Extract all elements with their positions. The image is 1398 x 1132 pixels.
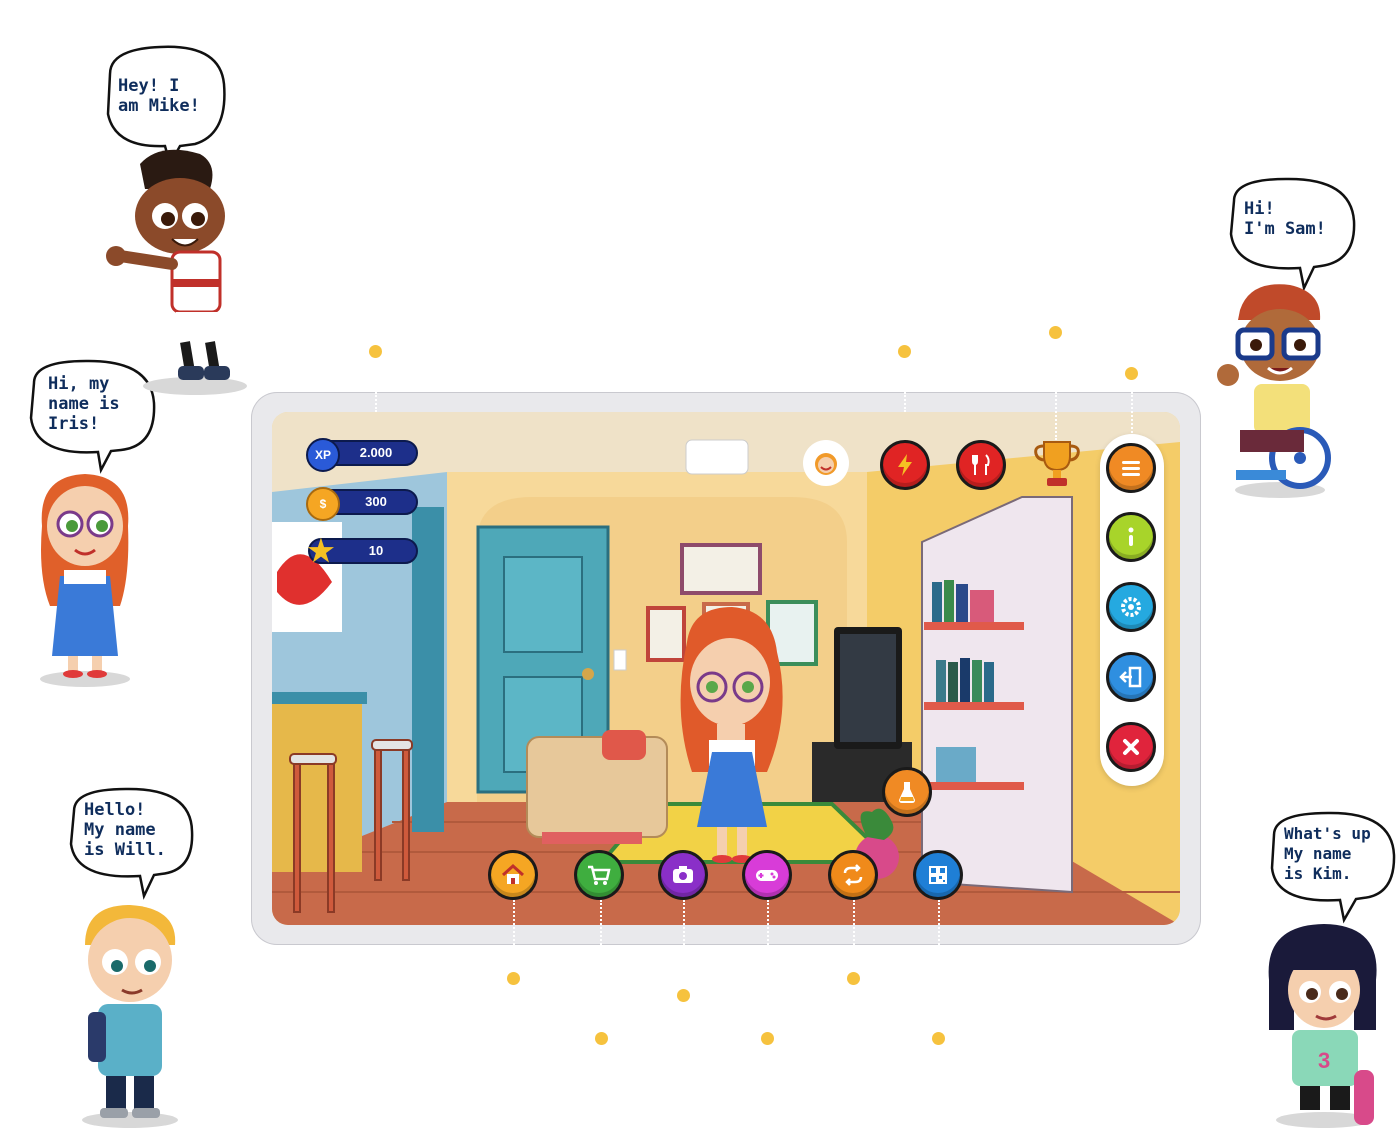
stars-value: 10 [368,543,384,558]
house-icon [501,863,525,884]
sam-character [1217,284,1331,498]
coins-value: 300 [365,494,387,509]
connector-line [853,900,855,945]
mike-speech-bubble: Hey! I am Mike! [100,44,230,168]
connector-line [904,392,906,412]
potion-button[interactable] [882,767,932,817]
games-button[interactable] [742,850,792,900]
will-speech-bubble: Hello! My name is Will. [66,786,196,900]
stars-bar: ★ 10 [307,534,418,568]
lightning-icon [898,454,912,476]
decor-dot [761,1032,774,1045]
star-icon: ★ [307,534,335,568]
camera-icon [673,866,693,883]
decor-dot [369,345,382,358]
decor-dot [898,345,911,358]
camera-button[interactable] [658,850,708,900]
decor-dot [595,1032,608,1045]
kim-speech-text: What's up My name is Kim. [1284,824,1371,883]
will-character [82,905,178,1128]
swap-button[interactable] [828,850,878,900]
mike-speech-text: Hey! I am Mike! [118,76,200,116]
decor-dot [1049,326,1062,339]
xp-value: 2.000 [359,445,393,460]
kim-character: 3 [1268,924,1377,1128]
will-speech-text: Hello! My name is Will. [84,800,166,860]
gamepad-icon [756,870,778,881]
trophy-button[interactable] [1030,436,1084,490]
swap-icon [843,864,863,886]
close-button[interactable] [1106,722,1156,772]
potion-icon [899,782,915,803]
settings-button[interactable] [1106,582,1156,632]
exit-icon [1119,666,1142,688]
dollar-coin-icon: $ [306,487,340,521]
xp-badge: XP [306,438,340,472]
exit-button[interactable] [1106,652,1156,702]
living-room-scene [272,412,1180,925]
fork-knife-icon [972,454,990,475]
sam-speech-text: Hi! I'm Sam! [1244,199,1326,239]
iris-character [40,474,130,687]
decor-dot [932,1032,945,1045]
hamburger-icon [1122,461,1140,476]
decor-dot [507,972,520,985]
girl-face-icon [815,453,837,475]
qr-code-icon [929,866,947,884]
game-screen [272,412,1180,925]
connector-line [1055,392,1057,440]
cart-icon [588,865,611,885]
decor-dot [677,989,690,1002]
connector-line [1131,392,1133,440]
connector-line [683,900,685,945]
info-button[interactable] [1106,512,1156,562]
connector-line [600,900,602,945]
decor-dot [1125,367,1138,380]
home-button[interactable] [488,850,538,900]
xp-label: XP [314,448,331,462]
xp-bar: XP 2.000 [306,438,418,472]
decor-dot [847,972,860,985]
menu-button[interactable] [1106,443,1156,493]
sam-speech-bubble: Hi! I'm Sam! [1226,176,1358,292]
mike-character [106,149,247,395]
connector-line [513,900,515,945]
iris-speech-text: Hi, my name is Iris! [48,374,120,434]
iris-speech-bubble: Hi, my name is Iris! [26,358,158,474]
gear-icon [1121,597,1141,617]
connector-line [938,900,940,945]
kim-speech-bubble: What's up My name is Kim. [1268,810,1398,924]
connector-line [767,900,769,945]
trophy-icon [1034,441,1080,486]
food-button[interactable] [956,440,1006,490]
shop-button[interactable] [574,850,624,900]
close-icon [1123,739,1139,755]
energy-button[interactable] [880,440,930,490]
connector-line [375,392,377,412]
info-icon [1128,527,1134,546]
coins-bar: $ 300 [306,487,418,521]
avatar-face-button[interactable] [803,440,849,486]
svg-text:3: 3 [1318,1048,1330,1073]
qr-button[interactable] [913,850,963,900]
